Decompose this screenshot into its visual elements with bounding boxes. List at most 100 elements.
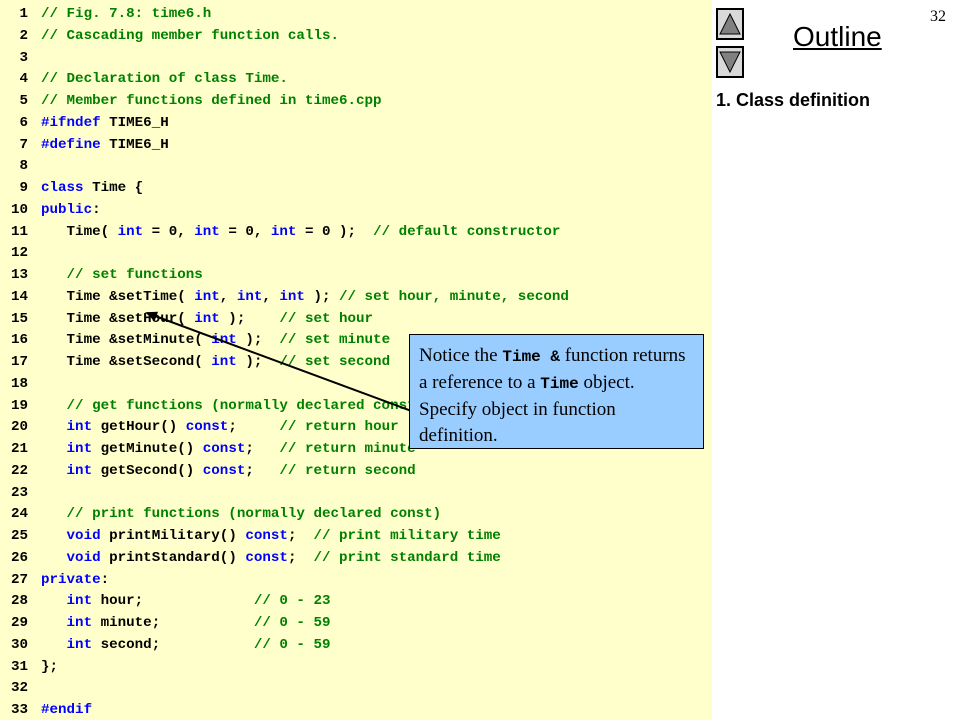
code-token: int xyxy=(66,462,93,479)
code-token: getMinute() xyxy=(92,441,203,457)
code-text: // set functions xyxy=(41,264,203,286)
code-token: Time( xyxy=(41,223,118,240)
code-token: #define xyxy=(41,136,101,153)
callout-text-1: Notice the xyxy=(419,345,503,366)
code-token: const xyxy=(245,549,288,566)
code-token: // set hour xyxy=(279,310,374,327)
code-token: = 0 ); xyxy=(296,223,374,240)
code-token: // print standard time xyxy=(313,549,501,566)
next-slide-button[interactable] xyxy=(716,46,744,78)
code-text: void printMilitary() const; // print mil… xyxy=(41,525,501,547)
code-line: 3 xyxy=(0,47,28,69)
callout-text-2: function returns a reference to a xyxy=(419,345,686,393)
code-token: // return second xyxy=(279,462,416,479)
code-line: 1// Fig. 7.8: time6.h xyxy=(0,3,211,25)
code-token: class xyxy=(41,180,84,196)
code-token: , xyxy=(219,288,237,305)
line-number: 10 xyxy=(10,201,28,218)
line-number: 16 xyxy=(10,332,28,349)
line-number: 15 xyxy=(10,310,28,327)
line-number: 13 xyxy=(10,267,28,283)
code-token: // get functions (normally declared cons… xyxy=(41,397,425,414)
code-text: int second; // 0 - 59 xyxy=(41,634,331,656)
code-text: // Cascading member function calls. xyxy=(41,25,339,47)
line-number: 29 xyxy=(10,615,28,631)
outline-item-class-definition[interactable]: 1. Class definition xyxy=(716,90,871,110)
line-number: 4 xyxy=(19,71,28,88)
code-text: #define TIME6_H xyxy=(41,134,169,156)
code-text: int getHour() const; // return hour xyxy=(41,416,399,438)
triangle-up-icon xyxy=(719,12,741,35)
callout-note: Notice the Time & function returns a ref… xyxy=(409,334,704,449)
code-line: 16 Time &setMinute( int ); // set minute xyxy=(0,329,390,351)
code-token: ; xyxy=(228,419,280,436)
code-token: TIME6_H xyxy=(100,136,169,153)
code-token: }; xyxy=(41,658,59,675)
code-line: 11 Time( int = 0, int = 0, int = 0 ); //… xyxy=(0,221,560,243)
triangle-down-icon xyxy=(719,51,741,74)
code-token: = 0, xyxy=(219,223,271,240)
code-text: Time &setMinute( int ); // set minute xyxy=(41,329,391,351)
code-token: // return hour xyxy=(279,419,399,436)
code-token: // Member functions defined in time6.cpp xyxy=(41,93,382,109)
code-token: void xyxy=(66,528,101,544)
code-token: int xyxy=(270,223,297,240)
code-token: , xyxy=(262,288,280,305)
line-number: 11 xyxy=(10,223,28,240)
code-text: Time &setTime( int, int, int ); // set h… xyxy=(41,286,569,308)
line-number: 5 xyxy=(19,93,28,109)
outline-title[interactable]: Outline xyxy=(793,21,882,52)
code-token xyxy=(41,550,67,566)
code-token: ); xyxy=(304,288,340,305)
code-token: // set second xyxy=(279,354,391,370)
code-text: Time( int = 0, int = 0, int = 0 ); // de… xyxy=(41,221,561,243)
code-text: private: xyxy=(41,569,109,591)
code-token: int xyxy=(66,636,93,653)
code-text: // Member functions defined in time6.cpp xyxy=(41,90,382,112)
code-line: 26 void printStandard() const; // print … xyxy=(0,547,501,569)
code-token: int xyxy=(211,354,237,370)
code-line: 33#endif xyxy=(0,699,92,721)
code-token: minute; xyxy=(92,615,254,631)
code-line: 5 // Member functions defined in time6.cp… xyxy=(0,90,381,112)
code-token xyxy=(41,441,67,457)
code-token xyxy=(41,615,67,631)
previous-slide-button[interactable] xyxy=(716,8,744,40)
line-number: 28 xyxy=(10,593,28,610)
code-token: public xyxy=(41,201,93,218)
code-token: // set minute xyxy=(279,332,391,349)
line-number: 23 xyxy=(10,484,28,501)
code-token: const xyxy=(202,462,246,479)
code-token: // 0 - 23 xyxy=(253,593,331,610)
code-token: private xyxy=(41,571,101,588)
line-number: 7 xyxy=(19,136,28,153)
line-number: 9 xyxy=(19,180,28,196)
code-token: = 0, xyxy=(143,223,195,240)
line-number: 18 xyxy=(10,375,28,392)
code-token: // default constructor xyxy=(373,223,561,240)
code-token: hour; xyxy=(92,593,254,610)
line-number: 31 xyxy=(10,658,28,675)
code-token: #endif xyxy=(41,702,93,718)
code-token: Time &setMinute( xyxy=(41,332,212,349)
code-token: // Fig. 7.8: time6.h xyxy=(41,6,212,22)
code-token: second; xyxy=(92,636,254,653)
code-text: // Declaration of class Time. xyxy=(41,68,288,90)
code-token: Time &setHour( xyxy=(41,310,195,327)
line-number: 8 xyxy=(19,158,28,175)
code-line: 25 void printMilitary() const; // print … xyxy=(0,525,501,547)
code-token: Time &setSecond( xyxy=(41,354,212,370)
line-number: 21 xyxy=(10,441,28,457)
code-token: int xyxy=(66,441,93,457)
code-token: ; xyxy=(287,549,314,566)
code-line: 18 xyxy=(0,373,28,395)
code-text: public: xyxy=(41,199,101,221)
code-line: 17 Time &setSecond( int ); // set second xyxy=(0,351,390,373)
line-number: 19 xyxy=(10,397,28,414)
code-token: void xyxy=(66,549,101,566)
line-number: 32 xyxy=(10,680,28,697)
code-line: 12 xyxy=(0,242,28,264)
code-token: // set functions xyxy=(41,267,203,283)
code-text: int minute; // 0 - 59 xyxy=(41,612,331,634)
